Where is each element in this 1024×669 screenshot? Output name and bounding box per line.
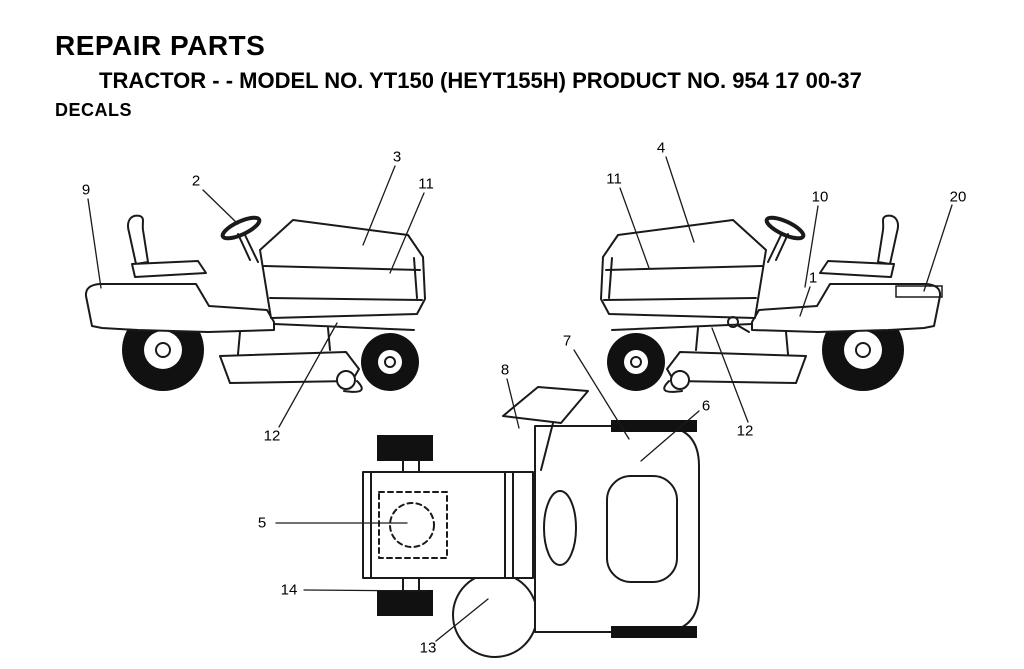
callout-right-4: 4 bbox=[656, 139, 666, 157]
callout-right-20: 20 bbox=[949, 188, 967, 206]
rear-tire-top-strip bbox=[611, 420, 697, 432]
callout-left-11: 11 bbox=[418, 175, 434, 193]
callout-right-12: 12 bbox=[736, 422, 754, 440]
front-tire-bottom bbox=[377, 590, 433, 616]
front-axle-shafts bbox=[402, 460, 420, 591]
ignition-key-shaft bbox=[736, 324, 750, 333]
steering-column-top-view bbox=[540, 422, 554, 471]
right-side-view bbox=[599, 211, 943, 394]
deck-outline-top bbox=[452, 572, 538, 658]
callout-left-3: 3 bbox=[392, 148, 402, 166]
callout-top-13: 13 bbox=[419, 639, 437, 657]
decal-position-dashed-circle bbox=[389, 502, 435, 548]
front-tire-top bbox=[377, 435, 433, 461]
callout-right-1: 1 bbox=[808, 269, 818, 287]
steering-wheel-top-view bbox=[543, 490, 577, 566]
steering-wheel-perspective bbox=[502, 386, 589, 424]
callout-right-10: 10 bbox=[811, 188, 829, 206]
seat-top-view bbox=[606, 475, 678, 583]
callout-top-14: 14 bbox=[280, 581, 298, 599]
rear-tire-bottom-strip bbox=[611, 626, 697, 638]
page-title: REPAIR PARTS bbox=[55, 30, 266, 61]
callout-top-7: 7 bbox=[562, 332, 572, 350]
callout-top-6: 6 bbox=[701, 397, 711, 415]
model-product-line: TRACTOR - - MODEL NO. YT150 (HEYT155H) P… bbox=[99, 68, 862, 93]
callout-right-11: 11 bbox=[606, 170, 622, 188]
section-label-decals: DECALS bbox=[55, 100, 133, 120]
callout-left-12: 12 bbox=[263, 427, 281, 445]
ignition-key-icon bbox=[727, 316, 739, 328]
callout-top-5: 5 bbox=[257, 514, 267, 532]
top-view bbox=[362, 386, 700, 658]
hood-panel-lines bbox=[370, 471, 514, 579]
callout-top-8: 8 bbox=[500, 361, 510, 379]
callout-left-9: 9 bbox=[81, 181, 91, 199]
left-side-view bbox=[83, 211, 427, 394]
decal-position-dashed-box bbox=[378, 491, 448, 559]
callout-left-2: 2 bbox=[191, 172, 201, 190]
